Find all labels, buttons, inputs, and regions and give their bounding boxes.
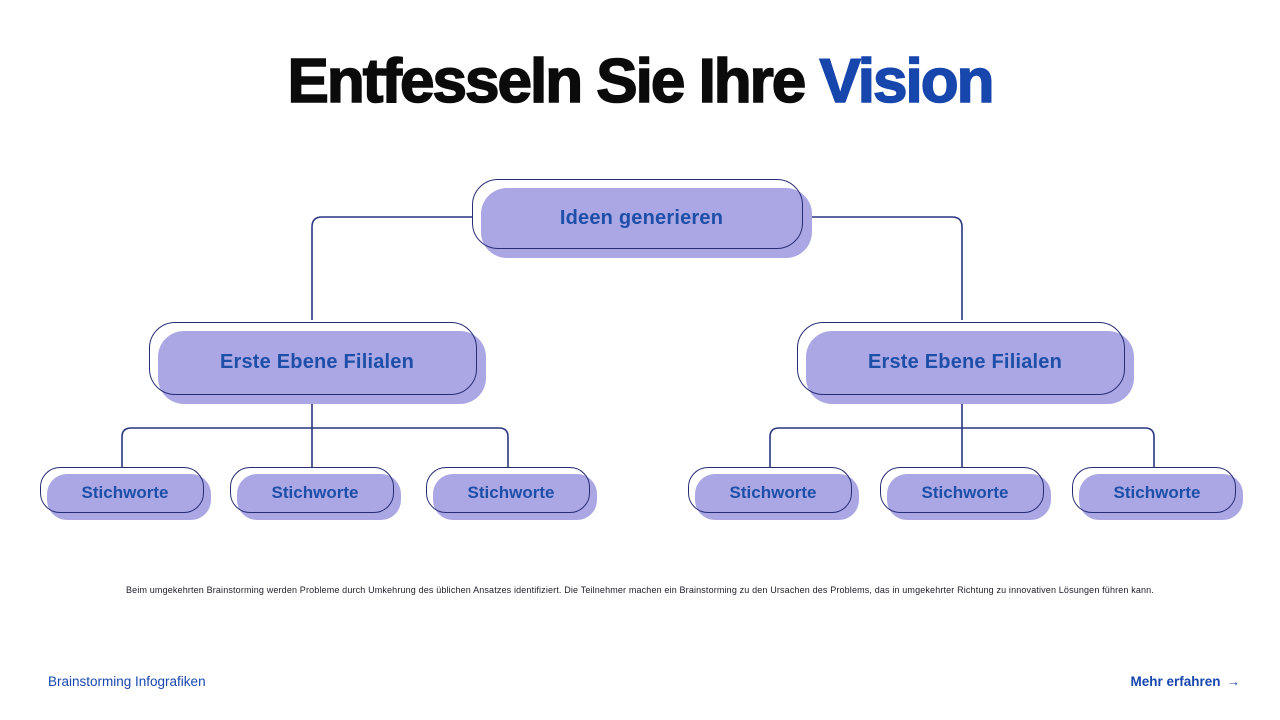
node-fill-shape — [806, 331, 1134, 404]
node-fill-shape — [481, 188, 812, 258]
node-keyword-4: Stichworte — [688, 467, 859, 520]
page-title: Entfesseln Sie Ihre Vision — [0, 46, 1280, 117]
connector-root-to-right-branch — [803, 216, 963, 320]
node-outline-shape — [230, 467, 394, 513]
node-keyword-1: Stichworte — [40, 467, 211, 520]
node-keyword-3: Stichworte — [426, 467, 597, 520]
connector-right-bracket — [769, 427, 1155, 467]
connector-root-to-left-branch — [311, 216, 472, 320]
node-branch-right: Erste Ebene Filialen — [797, 322, 1134, 404]
footer-more-label: Mehr erfahren — [1130, 674, 1221, 689]
node-outline-shape — [426, 467, 590, 513]
connector-left-bracket — [121, 427, 509, 467]
node-root: Ideen generieren — [472, 179, 812, 258]
node-fill-shape — [158, 331, 486, 404]
node-outline-shape — [149, 322, 477, 395]
node-outline-shape — [1072, 467, 1236, 513]
node-keyword-label: Stichworte — [271, 483, 359, 502]
node-keyword-label: Stichworte — [467, 483, 555, 502]
node-outline-shape — [880, 467, 1044, 513]
node-outline-shape — [688, 467, 852, 513]
arrow-right-icon: → — [1226, 674, 1241, 689]
node-keyword-2: Stichworte — [230, 467, 401, 520]
node-outline-shape — [472, 179, 803, 249]
footer-more-link[interactable]: Mehr erfahren → — [1130, 674, 1240, 689]
node-branch-label: Erste Ebene Filialen — [867, 351, 1063, 373]
description-text: Beim umgekehrten Brainstorming werden Pr… — [126, 585, 1154, 595]
footer-brand-link[interactable]: Brainstorming Infografiken — [48, 674, 206, 689]
page-title-prefix: Entfesseln Sie Ihre — [287, 46, 820, 117]
node-outline-shape — [40, 467, 204, 513]
node-branch-left: Erste Ebene Filialen — [149, 322, 486, 404]
node-keyword-6: Stichworte — [1072, 467, 1243, 520]
node-keyword-label: Stichworte — [729, 483, 817, 502]
node-root-label: Ideen generieren — [559, 206, 724, 229]
node-keyword-label: Stichworte — [1113, 483, 1201, 502]
node-branch-label: Erste Ebene Filialen — [219, 351, 415, 373]
node-keyword-label: Stichworte — [921, 483, 1009, 502]
page-title-accent: Vision — [819, 46, 996, 117]
node-keyword-5: Stichworte — [880, 467, 1051, 520]
node-outline-shape — [797, 322, 1125, 395]
node-keyword-label: Stichworte — [81, 483, 169, 502]
